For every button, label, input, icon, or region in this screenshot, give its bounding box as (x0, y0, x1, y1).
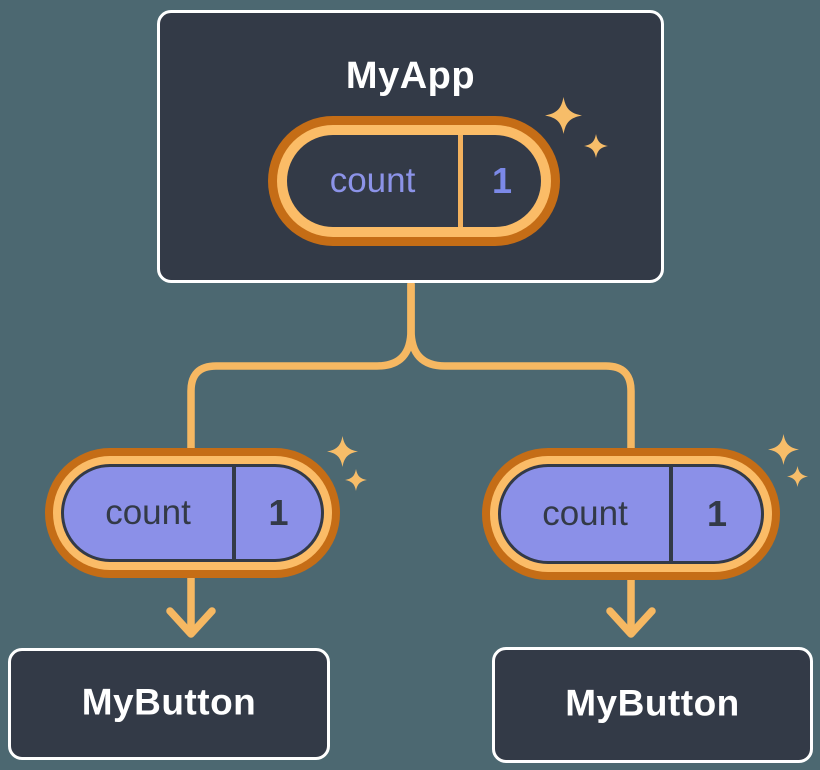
myapp-card: MyApp count 1 (157, 10, 664, 283)
prop-pill-ring: count 1 (490, 456, 772, 572)
prop-pill-divider (669, 467, 673, 561)
sparkle-icon (584, 134, 608, 158)
mybutton-card-left: MyButton (8, 648, 330, 760)
prop-pill-ring: count 1 (53, 456, 332, 570)
prop-pill-divider (232, 467, 236, 559)
sparkle-icon (345, 469, 367, 491)
state-pill-ring: count 1 (277, 125, 551, 237)
prop-pill-body: count 1 (498, 464, 764, 564)
arrow-down-icon (606, 607, 656, 638)
prop-value-label: 1 (268, 492, 289, 533)
state-name-label: count (329, 161, 416, 200)
mybutton-title: MyButton (81, 681, 257, 723)
prop-pill-right: count 1 (482, 448, 780, 580)
prop-name-label: count (105, 493, 191, 532)
sparkle-icon (545, 97, 582, 134)
sparkle-icon (327, 436, 358, 467)
sparkle-icon (787, 466, 808, 487)
arrow-down-icon (166, 607, 216, 638)
prop-pill-left: count 1 (45, 448, 340, 578)
prop-value-label: 1 (706, 493, 728, 534)
mybutton-card-right: MyButton (492, 647, 813, 763)
state-pill-body: count 1 (287, 135, 541, 227)
state-pill-divider (458, 135, 463, 227)
mybutton-title: MyButton (565, 682, 740, 724)
state-value-label: 1 (491, 160, 513, 201)
state-pill: count 1 (268, 116, 560, 246)
myapp-title: MyApp (345, 55, 476, 97)
sparkle-icon (768, 434, 799, 465)
prop-name-label: count (542, 494, 628, 533)
connector-right-branch (407, 280, 656, 638)
prop-pill-body: count 1 (61, 464, 324, 562)
